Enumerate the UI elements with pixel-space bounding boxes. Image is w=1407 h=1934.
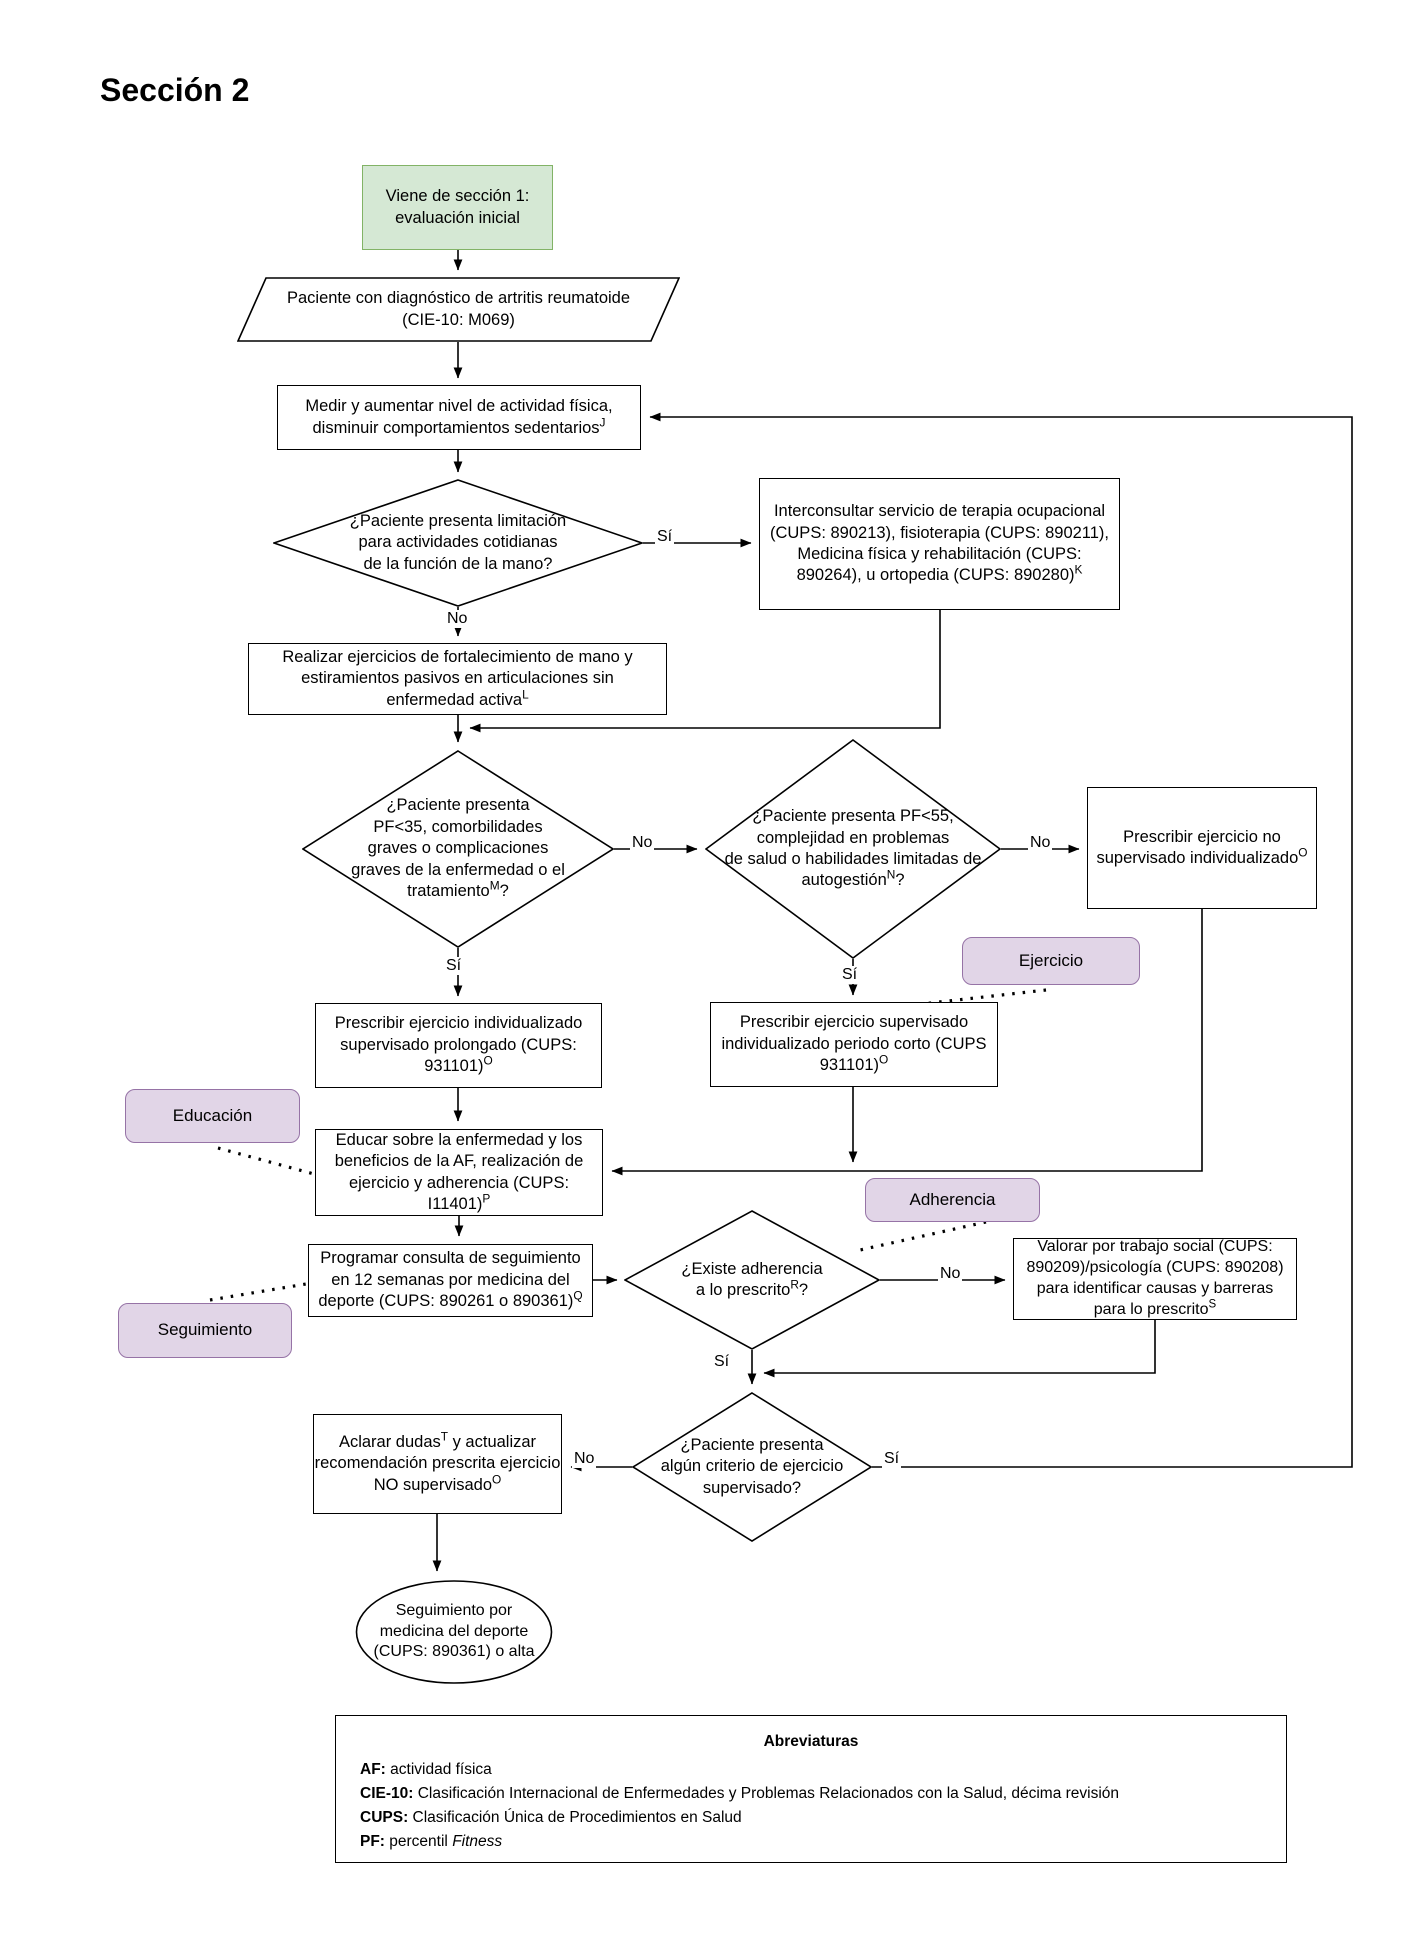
tag-seguimiento: Seguimiento xyxy=(118,1303,292,1358)
unsupervised-exercise-node: Prescribir ejercicio no supervisado indi… xyxy=(1087,787,1317,909)
interconsult-node: Interconsultar servicio de terapia ocupa… xyxy=(759,478,1120,610)
pf35-decision: ¿Paciente presenta PF<35, comorbilidades… xyxy=(302,750,614,948)
measure-activity-node: Medir y aumentar nivel de actividad físi… xyxy=(277,385,641,450)
education-node: Educar sobre la enfermedad y los benefic… xyxy=(315,1129,603,1216)
diamond-shape xyxy=(632,1392,872,1542)
diamond-shape xyxy=(705,739,1001,959)
short-supervised-node: Prescribir ejercicio supervisado individ… xyxy=(710,1002,998,1087)
start-node: Viene de sección 1: evaluación inicial xyxy=(362,165,553,250)
tag-ejercicio-label: Ejercicio xyxy=(1018,950,1084,970)
pf55-label: ¿Paciente presenta PF<55, complejidad en… xyxy=(724,807,982,890)
ellipse-shape xyxy=(355,1580,553,1684)
education-label: Educar sobre la enfermedad y los benefic… xyxy=(334,1130,584,1213)
parallelogram-shape xyxy=(237,277,680,342)
diamond-shape xyxy=(302,750,614,948)
abbreviation-cups: CUPS: Clasificación Única de Procedimien… xyxy=(360,1809,742,1827)
pf55-decision: ¿Paciente presenta PF<55, complejidad en… xyxy=(705,739,1001,959)
diamond-shape xyxy=(624,1210,880,1350)
followup-schedule-node: Programar consulta de seguimiento en 12 … xyxy=(308,1244,593,1317)
edge-label-si-pf55: Sí xyxy=(840,966,860,984)
abbreviations-title: Abreviaturas xyxy=(763,1733,859,1750)
tag-educacion-label: Educación xyxy=(172,1105,253,1125)
prolonged-supervised-label: Prescribir ejercicio individualizado sup… xyxy=(334,1014,583,1076)
end-node: Seguimiento por medicina del deporte (CU… xyxy=(355,1580,553,1684)
end-label: Seguimiento por medicina del deporte (CU… xyxy=(373,1601,535,1661)
edge-label-si-adherence: Sí xyxy=(712,1353,732,1371)
diamond-shape xyxy=(273,479,643,607)
hand-limitation-decision: ¿Paciente presenta limitación para activ… xyxy=(273,479,643,607)
hand-limitation-label: ¿Paciente presenta limitación para activ… xyxy=(349,511,567,573)
edge-label-no-criteria: No xyxy=(572,1450,597,1468)
section-title: Sección 2 xyxy=(100,72,250,108)
tag-adherencia-label: Adherencia xyxy=(909,1189,996,1209)
tag-ejercicio: Ejercicio xyxy=(962,937,1140,985)
abbreviations-box: Abreviaturas AF: actividad física CIE-10… xyxy=(335,1715,1287,1863)
interconsult-label: Interconsultar servicio de terapia ocupa… xyxy=(769,502,1110,585)
pf35-label: ¿Paciente presenta PF<35, comorbilidades… xyxy=(351,796,565,901)
abbreviation-af: AF: actividad física xyxy=(360,1761,492,1779)
patient-input-label: Paciente con diagnóstico de artritis reu… xyxy=(286,289,631,329)
measure-activity-label: Medir y aumentar nivel de actividad físi… xyxy=(305,397,613,437)
edge-label-no-pf55: No xyxy=(1028,834,1053,852)
social-work-node: Valorar por trabajo social (CUPS: 890209… xyxy=(1013,1238,1297,1320)
followup-schedule-label: Programar consulta de seguimiento en 12 … xyxy=(318,1249,583,1311)
adherence-decision: ¿Existe adherencia a lo prescritoR? xyxy=(624,1210,880,1350)
tag-educacion: Educación xyxy=(125,1089,300,1143)
supervised-criteria-decision: ¿Paciente presenta algún criterio de eje… xyxy=(632,1392,872,1542)
edge-label-no-adherence: No xyxy=(938,1265,963,1283)
start-node-label: Viene de sección 1: evaluación inicial xyxy=(385,187,530,227)
clarify-doubts-node: Aclarar dudasT y actualizar recomendació… xyxy=(313,1414,562,1514)
supervised-criteria-label: ¿Paciente presenta algún criterio de eje… xyxy=(660,1435,844,1497)
edge-label-si-hand: Sí xyxy=(655,528,675,546)
tag-adherencia: Adherencia xyxy=(865,1178,1040,1222)
tag-seguimiento-label: Seguimiento xyxy=(157,1320,253,1340)
prolonged-supervised-node: Prescribir ejercicio individualizado sup… xyxy=(315,1003,602,1088)
edge-label-no-pf35: No xyxy=(630,834,655,852)
hand-exercises-label: Realizar ejercicios de fortalecimiento d… xyxy=(282,647,633,709)
edge-label-no-hand: No xyxy=(445,610,470,628)
abbreviation-cie10: CIE-10: Clasificación Internacional de E… xyxy=(360,1785,1120,1803)
hand-exercises-node: Realizar ejercicios de fortalecimiento d… xyxy=(248,643,667,715)
abbreviation-pf: PF: percentil Fitness xyxy=(360,1833,503,1851)
social-work-label: Valorar por trabajo social (CUPS: 890209… xyxy=(1026,1238,1284,1318)
unsupervised-exercise-label: Prescribir ejercicio no supervisado indi… xyxy=(1096,827,1308,867)
edge-label-si-criteria: Sí xyxy=(882,1450,902,1468)
short-supervised-label: Prescribir ejercicio supervisado individ… xyxy=(721,1013,987,1075)
adherence-label: ¿Existe adherencia a lo prescritoR? xyxy=(681,1259,823,1299)
clarify-doubts-label: Aclarar dudasT y actualizar recomendació… xyxy=(314,1429,561,1494)
edge-label-si-pf35: Sí xyxy=(444,957,464,975)
patient-input-node: Paciente con diagnóstico de artritis reu… xyxy=(237,277,680,342)
